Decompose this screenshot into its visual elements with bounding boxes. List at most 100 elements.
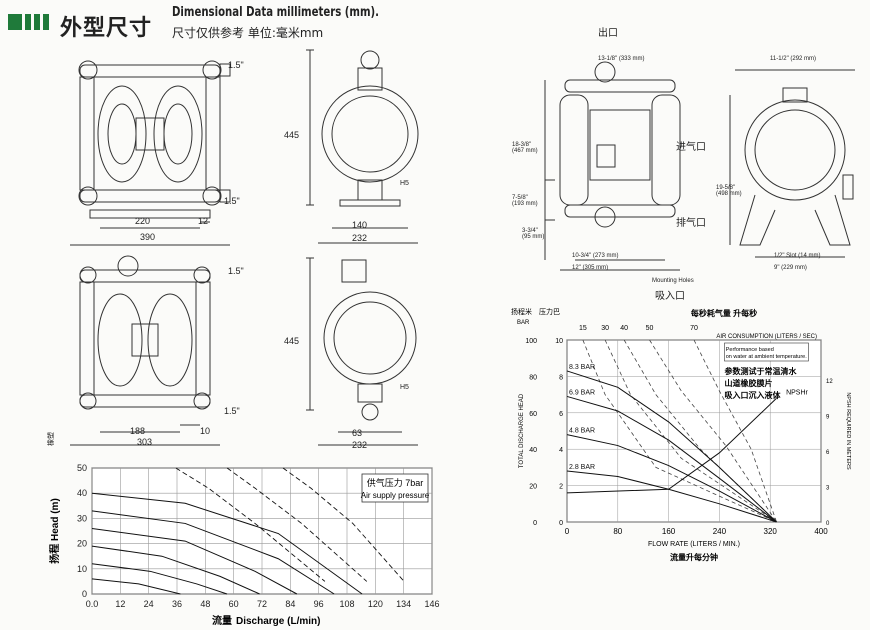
dim-bottom-front-d1: 1.5"	[228, 266, 244, 276]
chart1-series-line	[91, 563, 228, 595]
dim-r-side-slot: 1/2" Slot (14 mm)	[774, 253, 821, 259]
chart2-x-tick: 400	[814, 527, 828, 536]
pump-front-right-drawing	[544, 61, 681, 271]
chart1-air-line	[226, 467, 368, 582]
pump-side-bottom-drawing	[306, 257, 418, 446]
chart2-npsh-label: NPSHr	[786, 390, 808, 397]
chart1-xlabel: Discharge (L/min)	[236, 616, 320, 627]
chart2-ylabel-cn-2: 压力巴	[539, 307, 560, 316]
dim-top-front-d2: 1.5"	[224, 196, 240, 206]
page-note: 尺寸仅供参考 单位:毫米mm	[172, 26, 324, 40]
chart2-title-cn: 每秒耗气量 升每秒	[691, 308, 757, 318]
dim-top-front-inner: 220	[135, 216, 151, 226]
dim-top-front-d1: 1.5"	[228, 60, 244, 70]
chart2-air-line	[623, 339, 777, 523]
chart2-x-tick: 160	[662, 527, 676, 536]
chart1-x-tick: 48	[200, 599, 210, 609]
chart2-xlabel: FLOW RATE (LITERS / MIN.)	[648, 541, 740, 548]
dim-r-side-top: 11-1/2" (292 mm)	[770, 56, 817, 62]
chart2-y-tick-m: 0	[533, 520, 537, 527]
chart2-y-tick-r: 9	[826, 415, 830, 421]
chart2-note-1: Performance based	[726, 347, 774, 353]
chart2-top-tick: 40	[620, 325, 628, 332]
chart2-note-cn: 吸入口沉入液体	[724, 390, 781, 400]
side-tag: 橡塑	[48, 432, 55, 446]
label-exhaust: 排气口	[676, 218, 706, 229]
chart2-ylabel-r: NPSH REQUIRED IN METERS	[845, 392, 851, 470]
chart1-y-tick: 20	[77, 539, 87, 549]
chart2-y-tick-bar: 8	[559, 374, 563, 381]
chart2-y-tick-m: 60	[529, 411, 537, 418]
dim-top-front-total: 390	[140, 232, 156, 242]
chart1-y-tick: 0	[82, 589, 87, 599]
chart1-x-tick: 72	[257, 599, 267, 609]
dim-bottom-side-tag: H5	[400, 384, 409, 391]
chart2-y-tick-bar: 6	[559, 411, 563, 418]
chart2-top-tick: 30	[601, 325, 609, 332]
chart2-y-tick-bar: 10	[555, 338, 563, 345]
chart1-legend-en: Air supply pressure	[361, 491, 430, 500]
chart1-y-tick: 50	[77, 463, 87, 473]
right-drawings	[544, 61, 855, 271]
chart1-series-line	[91, 510, 335, 595]
chart2-air-line	[604, 339, 777, 523]
chart1-x-tick: 24	[144, 599, 154, 609]
chart2-y-tick-r: 3	[826, 486, 830, 492]
left-drawings	[70, 49, 419, 446]
chart1-xlabel-cn: 流量	[212, 614, 232, 627]
chart-right-performance: 每秒耗气量 升每秒扬程米压力巴BARAIR CONSUMPTION (LITER…	[511, 307, 851, 562]
chart2-series-line	[566, 434, 777, 523]
dim-bottom-front-inner: 188	[130, 426, 146, 436]
dim-r-top: 13-1/8" (333 mm)	[598, 56, 645, 62]
page-title: 外型尺寸	[60, 16, 153, 41]
chart1-x-tick: 0.0	[86, 599, 99, 609]
chart1-ylabel: 扬程 Head (m)	[48, 498, 61, 564]
chart2-top-tick: 15	[579, 325, 587, 332]
chart1-x-tick: 12	[115, 599, 125, 609]
chart2-note-cn: 山道橡胶膜片	[724, 378, 772, 388]
chart1-series-line	[91, 527, 298, 595]
chart2-y-tick-r: 0	[826, 521, 830, 527]
chart2-y-tick-r: 12	[826, 379, 833, 385]
chart2-air-line	[693, 339, 777, 523]
chart1-x-tick: 84	[285, 599, 295, 609]
chart1-y-tick: 40	[77, 488, 87, 498]
dim-bottom-side-total: 232	[352, 440, 368, 450]
chart1-x-tick: 108	[339, 599, 354, 609]
chart2-y-tick-m: 80	[529, 374, 537, 381]
dim-top-side-inner: 140	[352, 220, 368, 230]
dim-r-bot1: 10-3/4" (273 mm)	[572, 253, 619, 259]
dim-r-h2: 7-5/8"(193 mm)	[512, 195, 538, 207]
label-inlet: 吸入口	[655, 291, 685, 302]
chart2-series-label: 4.8 BAR	[569, 428, 595, 435]
pump-front-bottom-drawing	[70, 255, 220, 446]
chart2-series-line	[566, 395, 777, 523]
label-outlet: 出口	[598, 28, 618, 39]
chart1-y-tick: 30	[77, 513, 87, 523]
chart1-series-line	[91, 492, 363, 595]
chart2-y-tick-m: 20	[529, 484, 537, 491]
chart2-y-tick-bar: 0	[559, 520, 563, 527]
chart2-top-axis-label: AIR CONSUMPTION (LITERS / SEC)	[716, 334, 817, 340]
chart1-x-tick: 146	[424, 599, 439, 609]
chart2-top-tick: 70	[690, 325, 698, 332]
dim-bottom-front-small: 10	[200, 426, 211, 436]
chart2-air-line	[582, 339, 777, 523]
dim-r-side-bot: 9" (229 mm)	[774, 265, 807, 271]
chart2-x-tick: 0	[565, 527, 570, 536]
dim-top-side-total: 232	[352, 233, 368, 243]
chart1-series-line	[91, 578, 181, 595]
chart1-x-tick: 120	[368, 599, 383, 609]
chart2-ylabel-unit: BAR	[517, 320, 530, 326]
dim-top-side-h: 445	[284, 130, 300, 140]
header-bars-icon	[8, 14, 52, 30]
chart1-y-tick: 10	[77, 564, 87, 574]
chart1-legend-box	[361, 473, 429, 503]
pump-side-top-drawing	[306, 49, 419, 244]
chart2-air-line	[649, 339, 777, 523]
chart1-series-line	[91, 545, 260, 595]
dim-bottom-front-d2: 1.5"	[224, 406, 240, 416]
chart2-series-line	[566, 370, 777, 523]
chart2-y-tick-m: 100	[525, 338, 537, 345]
